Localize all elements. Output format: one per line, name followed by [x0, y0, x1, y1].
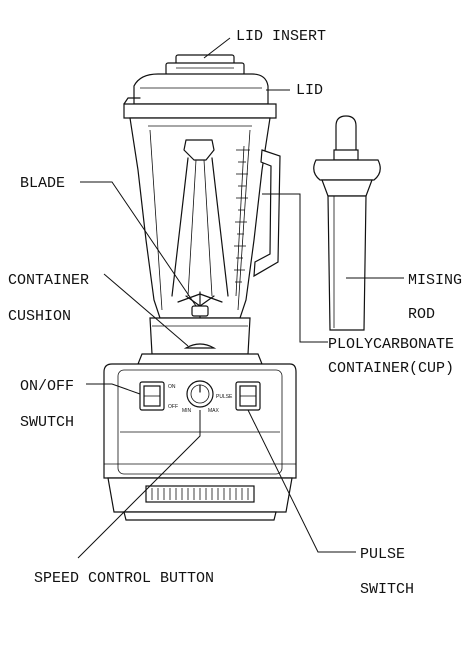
label-lid-insert: LID INSERT: [236, 28, 326, 45]
label-lid: LID: [296, 82, 323, 99]
mising-rod: [313, 115, 381, 331]
lid-insert: [165, 54, 245, 76]
panel-max-text: MAX: [208, 408, 220, 414]
label-pulse-switch-line2: SWITCH: [360, 581, 414, 598]
label-container-cushion-line1: CONTAINER: [8, 272, 89, 289]
motor-base: ON OFF MIN MAX PULSE: [103, 363, 297, 521]
label-container-cup-line1: PLOLYCARBONATE: [328, 336, 454, 353]
label-mising-rod-line2: ROD: [408, 306, 435, 323]
label-on-off-switch-line1: ON/OFF: [20, 378, 74, 395]
speed-control-knob[interactable]: [186, 380, 214, 408]
label-container-cup-line2: CONTAINER(CUP): [328, 360, 454, 377]
container-cup: [129, 117, 281, 319]
panel-on-text: ON: [168, 384, 176, 390]
blade: [177, 291, 223, 319]
panel-off-text: OFF: [168, 404, 178, 410]
container-cushion: [137, 317, 263, 365]
label-blade: BLADE: [20, 175, 65, 192]
leader-lines: [77, 37, 404, 559]
label-mising-rod-line1: MISING: [408, 272, 462, 289]
pulse-switch[interactable]: [235, 381, 261, 411]
on-off-switch[interactable]: [139, 381, 165, 411]
label-on-off-switch-line2: SWUTCH: [20, 414, 74, 431]
label-pulse-switch-line1: PULSE: [360, 546, 405, 563]
panel-min-text: MIN: [182, 408, 192, 414]
panel-pulse-text: PULSE: [216, 394, 233, 400]
measurement-scale: [234, 145, 250, 297]
label-speed-control-button: SPEED CONTROL BUTTON: [34, 570, 214, 587]
vent-grille: [145, 485, 255, 503]
lid: [123, 73, 277, 119]
label-container-cushion-line2: CUSHION: [8, 308, 71, 325]
